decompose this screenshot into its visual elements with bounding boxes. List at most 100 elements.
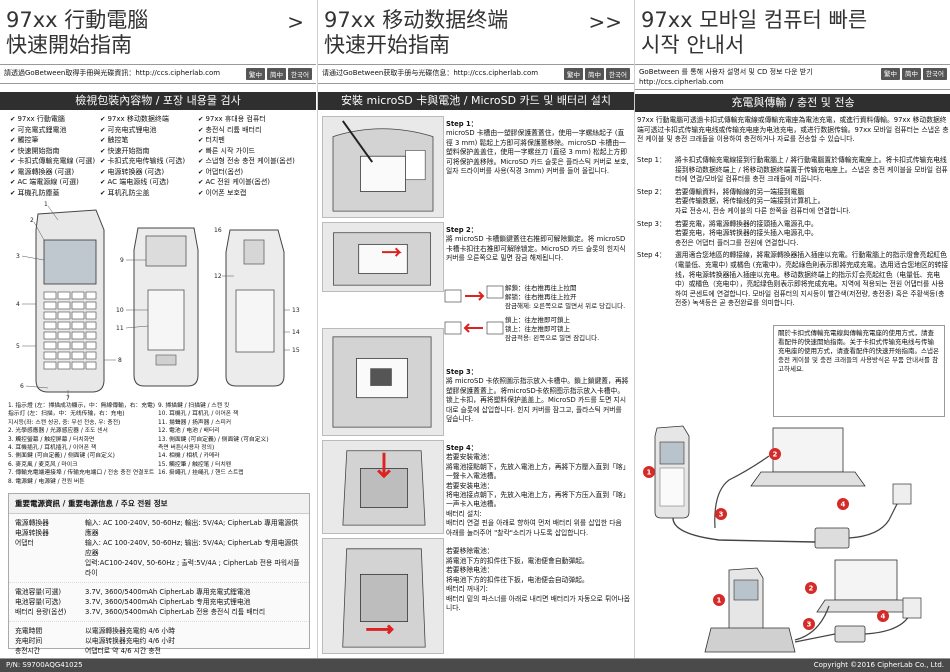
callout-2-top: 2 — [773, 451, 778, 459]
power-info-value: 輸入: AC 100-240V, 50-60Hz; 輸出: 5V/4A; Cip… — [85, 519, 300, 577]
svg-text:12: 12 — [214, 273, 222, 280]
package-item: 빠른 시작 가이드 — [198, 146, 308, 157]
package-item: 97xx 行動電腦 — [10, 114, 100, 125]
legend-item: 16. 掛繩孔 / 挂绳孔 / 핸드 스트랩 — [158, 470, 244, 477]
step1-illustration — [322, 116, 444, 218]
callout-3-bottom: 3 — [807, 621, 812, 629]
title-box: 97xx 모바일 컴퓨터 빠른 시작 안내서 — [635, 0, 950, 62]
charging-step-text: 將卡扣式傳輸充電線接到行動電腦上 / 將行動電腦置於傳輸充電座上。将卡扣式传输充… — [675, 156, 948, 184]
package-item: 可充電式鋰電池 — [10, 125, 100, 136]
legend-item: 4. 耳機插孔 / 耳机插孔 / 이어폰 잭 — [8, 445, 97, 452]
device-snap-cable-illustration — [654, 425, 816, 543]
svg-text:9: 9 — [120, 257, 124, 264]
package-item: 触控笔 — [100, 135, 198, 146]
info-text: 請透過GoBetween取得手冊與光碟資訊：http://ccs.cipherl… — [4, 69, 221, 77]
unlock-note-row: 解鎖：往右推再往上拉開 解锁：往右推再往上拉开 잠금해제: 오른쪽으로 밀면서 … — [443, 284, 633, 310]
legend-item: 9. 掃描鍵 / 扫描键 / 스캔 킷 — [158, 403, 230, 409]
callout-1-bottom: 1 — [717, 597, 722, 605]
page-title-line1: 97xx 行動電腦 — [6, 8, 149, 32]
power-info-row: 電池容量(可選) 电池容量(可选) 배터리 용량(옵션)3.7V, 3600/5… — [9, 583, 309, 622]
step1-body: microSD 卡槽由一塑膠保護蓋蓋住，使用一字螺絲起子 (直徑 3 mm) 鬆… — [446, 129, 629, 176]
device-side-illustration — [225, 229, 285, 387]
info-text: GoBetween 를 통해 사용자 설명서 및 CD 정보 다운 받기 htt… — [639, 68, 813, 86]
panel-simplified-chinese: 97xx 移动数据终端 快速开始指南 >> 请通过GoBetween获取手册与光… — [317, 0, 634, 658]
language-badges: 繁中 简中 한국어 — [881, 68, 947, 80]
charging-step: Step 4：選用適合您地區的轉接線，將電源轉換器插入插座以充電。行動電腦上的指… — [637, 251, 949, 309]
step-callouts: 1 2 3 4 1 2 3 4 — [643, 448, 889, 630]
power-info-label: 電源轉換器 电源转换器 어댑터 — [15, 519, 49, 547]
panel-traditional-chinese: 97xx 行動電腦 快速開始指南 > 請透過GoBetween取得手冊與光碟資訊… — [0, 0, 316, 658]
next-page-arrow: > — [287, 10, 304, 34]
unlock-note-text: 解鎖：往右推再往上拉開 解锁：往右推再往上拉开 잠금해제: 오른쪽으로 밀면서 … — [505, 284, 626, 310]
lang-badge-zh-tw: 繁中 — [246, 68, 266, 80]
svg-text:7: 7 — [66, 395, 70, 400]
power-info-box: 重要電源資訊 / 重要电源信息 / 주요 전원 정보 電源轉換器 电源转换器 어… — [8, 493, 310, 655]
power-info-row: 電源轉換器 电源转换器 어댑터 輸入: AC 100-240V, 50-60Hz;… — [9, 514, 309, 583]
power-info-rows: 電源轉換器 电源转换器 어댑터 輸入: AC 100-240V, 50-60Hz;… — [9, 514, 309, 660]
legend-item: 측면 버튼(사용자 정의) — [158, 445, 215, 452]
legend-item: 8. 電源鍵 / 电源键 / 전원 버튼 — [8, 478, 85, 485]
step4-body: 若要安裝電池： 將電池接點朝下，先放入電池上方，再將下方壓入直到「喀」一聲卡入電… — [446, 453, 630, 612]
legend-item: 6. 麥克風 / 麦克风 / 마이크 — [8, 461, 78, 468]
package-item: 电源转换器 (可选) — [100, 167, 198, 178]
lang-badge-zh-cn: 简中 — [267, 68, 287, 80]
package-item: 快速开始指南 — [100, 146, 198, 157]
charging-step-label: Step 4： — [637, 251, 666, 260]
package-item: 可充电式锂电池 — [100, 125, 198, 136]
page-title-line2: 快速開始指南 — [6, 33, 132, 57]
copyright-text: Copyright ©2016 CipherLab Co., Ltd. — [813, 661, 944, 669]
svg-text:11: 11 — [116, 325, 124, 332]
next-page-arrow: >> — [588, 10, 622, 34]
charging-step-text: 若要傳輸資料，將傳輸線的另一端接到電腦 若要传输数据，将传输线的另一端接到计算机… — [675, 187, 851, 215]
power-adapter-top-illustration — [814, 483, 912, 549]
callout-2-bottom: 2 — [809, 585, 814, 593]
svg-text:2: 2 — [30, 217, 34, 224]
package-item: 터치펜 — [198, 135, 308, 146]
charging-step-text: 若要充電，將電源轉換器的接頭插入電源孔中。 若要充电，将电源转换器的接头插入电源… — [675, 219, 818, 247]
step4-battery-remove-illustration — [322, 538, 444, 654]
section-title-charging: 充電與傳輸 / 충전 및 전송 — [635, 94, 950, 112]
title-box: 97xx 移动数据终端 快速开始指南 >> — [318, 0, 634, 62]
step2-title: Step 2： — [446, 226, 478, 234]
lang-badge-zh-cn: 简中 — [585, 68, 605, 80]
step3-body: 將 microSD 卡依照圖示指示放入卡槽中。鎖上鎖鍵蓋，再將塑膠保護蓋蓋上。将… — [446, 377, 629, 424]
section-title-install: 安裝 microSD 卡與電池 / MicroSD 카드 및 배터리 설치 — [318, 92, 634, 110]
step2-body: 將 microSD 卡槽鎖鍵蓋往右推即可解除鎖定。将 microSD 卡槽卡扣往… — [446, 235, 626, 263]
lang-badge-ko: 한국어 — [288, 68, 312, 80]
package-item: 충전식 리튬 배터리 — [198, 125, 308, 136]
section-title-package: 檢視包裝內容物 / 포장 내용물 검사 — [0, 92, 316, 110]
page-title-line2: 快速开始指南 — [324, 33, 450, 57]
package-item: 97xx 移动数据终端 — [100, 114, 198, 125]
charging-step-label: Step 3： — [637, 219, 666, 228]
lock-unlock-notes: 解鎖：往右推再往上拉開 解锁：往右推再往上拉开 잠금해제: 오른쪽으로 밀면서 … — [443, 284, 633, 349]
package-item: 快速開始指南 — [10, 146, 100, 157]
package-item: 電源轉換器 (可選) — [10, 167, 100, 178]
legend-item: 11. 揚聲器 / 扬声器 / 스피커 — [158, 419, 232, 426]
lang-badge-zh-cn: 简中 — [902, 68, 922, 80]
language-badges: 繁中 简中 한국어 — [246, 68, 312, 80]
package-item: 스냅형 전송 충전 케이블(옵션) — [198, 156, 308, 167]
device-legend: 1. 指示燈 (左：掃描成功顯示，中：無線傳輸，右：充電) 指示灯 (左：扫描，… — [8, 402, 308, 486]
lang-badge-zh-tw: 繁中 — [564, 68, 584, 80]
package-item: 97xx 휴대용 컴퓨터 — [198, 114, 308, 125]
step4-text: Step 4： 若要安裝電池： 將電池接點朝下，先放入電池上方，再將下方壓入直到… — [446, 444, 630, 613]
step2-text: Step 2： 將 microSD 卡槽鎖鍵蓋往右推即可解除鎖定。将 micro… — [446, 226, 630, 264]
legend-item: 3. 觸控螢幕 / 触控屏幕 / 터치화면 — [8, 436, 95, 443]
legend-item: 7. 傳輸充電端連接埠 / 传输充电端口 / 전송 충전 연결포트 — [8, 470, 155, 477]
package-item: 觸控筆 — [10, 135, 100, 146]
svg-text:8: 8 — [118, 357, 122, 364]
laptop-bottom-illustration — [794, 559, 916, 641]
step3-illustration — [322, 328, 444, 436]
page-title-line1: 97xx 모바일 컴퓨터 빠른 — [641, 8, 868, 32]
info-bar: GoBetween 를 통해 사용자 설명서 및 CD 정보 다운 받기 htt… — [635, 64, 950, 90]
power-adapter-bottom-illustration — [794, 597, 922, 643]
info-bar: 請透過GoBetween取得手冊與光碟資訊：http://ccs.cipherl… — [0, 64, 316, 84]
laptop-top-illustration — [714, 427, 866, 529]
package-item: 이어폰 보호캡 — [198, 188, 308, 199]
panel-korean: 97xx 모바일 컴퓨터 빠른 시작 안내서 GoBetween 를 통해 사용… — [634, 0, 950, 658]
step4-title: Step 4： — [446, 444, 478, 452]
legend-item: 14. 相機 / 相机 / 카메라 — [158, 453, 220, 460]
title-box: 97xx 行動電腦 快速開始指南 > — [0, 0, 316, 62]
